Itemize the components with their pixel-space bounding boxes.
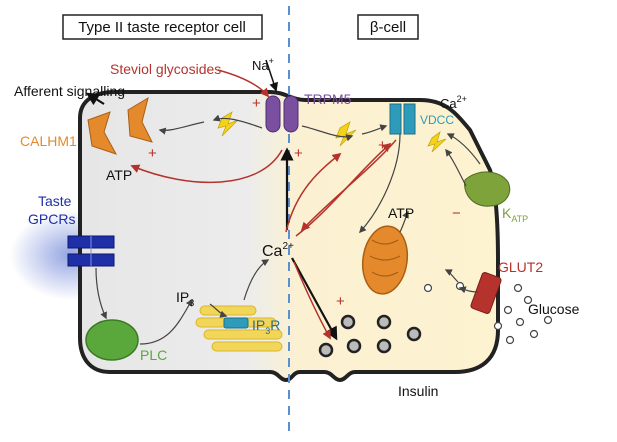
katp-channel <box>464 171 511 207</box>
plc-label: PLC <box>140 347 167 363</box>
glut2-label: GLUT2 <box>498 259 543 275</box>
ip3-label: IP3 <box>176 289 194 308</box>
plus-sign: + <box>336 293 345 310</box>
left-title-box <box>62 14 263 40</box>
na-label: Na+ <box>252 56 274 73</box>
afferent-signalling-label: Afferent signalling <box>14 83 125 99</box>
arrow-ca-to-insulin <box>291 257 338 341</box>
plc-enzyme <box>85 319 139 361</box>
plus-sign: + <box>294 145 303 162</box>
trpm5-channel <box>265 95 299 133</box>
ca-center-label: Ca2+ <box>262 241 294 260</box>
left-panel-title: Type II taste receptor cell <box>78 19 246 36</box>
sign-markers: + + + + + − <box>148 95 461 310</box>
taste-gpcr-receptor <box>67 235 115 267</box>
right-title-box <box>357 14 419 40</box>
potentiation-arrows <box>130 69 397 340</box>
katp-label: KATP <box>502 205 528 224</box>
calhm1-label: CALHM1 <box>20 133 77 149</box>
vdcc-channel <box>389 103 416 135</box>
plus-sign: + <box>252 95 261 112</box>
trpm5-label: TRPM5 <box>304 91 352 107</box>
ip3r-label: IP3R <box>252 317 280 336</box>
ca-top-label: Ca2+ <box>440 94 467 111</box>
insulin-label: Insulin <box>398 383 438 399</box>
vdcc-label: VDCC <box>420 113 454 127</box>
plus-sign: + <box>148 145 157 162</box>
ip3r-channel <box>223 317 249 329</box>
lightning-icon <box>427 130 447 153</box>
right-panel-title: β-cell <box>370 19 406 36</box>
insulin-granules <box>318 314 422 358</box>
insulin-granule <box>346 338 362 354</box>
steviol-glycosides-label: Steviol glycosides <box>110 61 221 77</box>
endoplasmic-reticulum <box>195 305 283 352</box>
glut2-transporter <box>470 272 502 314</box>
gpcrs-label: GPCRs <box>28 211 75 227</box>
glucose-molecules <box>423 281 553 345</box>
arrow-afferent <box>85 92 105 106</box>
mitochondrion <box>361 225 409 295</box>
atp-right-label: ATP <box>388 205 414 221</box>
calhm1-channel <box>87 96 153 155</box>
main-arrows <box>85 59 338 341</box>
signal-arrows <box>95 114 481 345</box>
insulin-granule <box>340 314 356 330</box>
atp-left-label: ATP <box>106 167 132 183</box>
minus-sign: − <box>452 205 461 222</box>
taste-label: Taste <box>38 193 72 209</box>
insulin-granule <box>406 326 422 342</box>
arrow-na-entry <box>265 59 278 92</box>
insulin-granule <box>318 342 334 358</box>
plus-sign: + <box>378 137 387 154</box>
insulin-granule <box>376 338 392 354</box>
labels: Steviol glycosides Na+ TRPM5 Afferent si… <box>14 56 580 399</box>
glucose-label: Glucose <box>528 301 580 317</box>
insulin-granule <box>376 314 392 330</box>
